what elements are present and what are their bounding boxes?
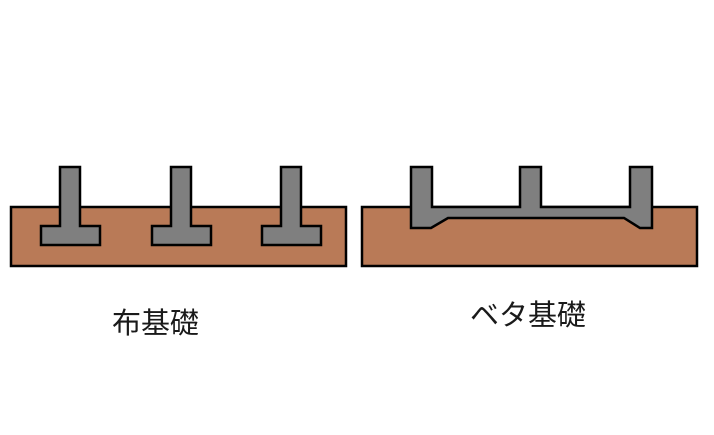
- mat-foundation-label: ベタ基礎: [470, 298, 587, 332]
- strip-footing-1: [39, 165, 102, 247]
- mat-foundation-figure: [360, 165, 699, 268]
- strip-foundation-figure: [9, 165, 348, 268]
- strip-footing-2: [150, 165, 213, 247]
- mat-slab: [409, 165, 654, 230]
- strip-footing-3: [260, 165, 323, 247]
- strip-foundation-label: 布基礎: [112, 306, 200, 340]
